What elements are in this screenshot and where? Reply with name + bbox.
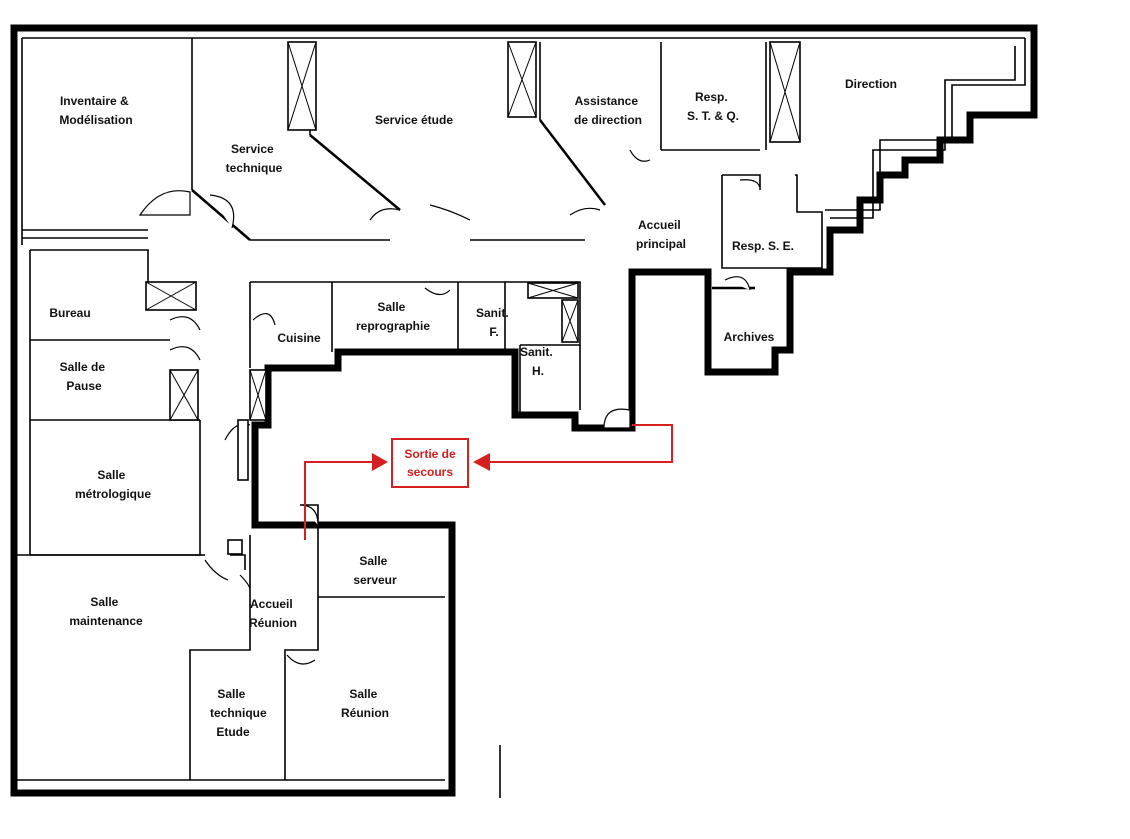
shaft-6 <box>249 369 267 421</box>
room-accueil-reunion: Accueil Réunion <box>249 597 297 630</box>
room-metrologique: Salle métrologique <box>75 468 151 501</box>
shaft-7 <box>527 282 579 299</box>
exit-label-1: Sortie de <box>404 447 456 461</box>
room-bureau: Bureau <box>49 306 90 320</box>
room-tech-etude: Salle technique Etude <box>210 687 270 739</box>
shaft-1 <box>287 41 317 131</box>
shaft-4 <box>145 281 197 311</box>
shafts <box>145 41 801 555</box>
room-resp-stq: Resp. S. T. & Q. <box>687 90 739 123</box>
room-maintenance: Salle maintenance <box>69 595 143 628</box>
shaft-8 <box>561 299 579 343</box>
room-service-etude: Service étude <box>375 113 453 127</box>
room-direction: Direction <box>845 77 897 91</box>
room-accueil-principal: Accueil principal <box>636 218 686 251</box>
room-archives: Archives <box>724 330 775 344</box>
exit-label-2: secours <box>407 465 453 479</box>
shaft-5 <box>169 369 199 421</box>
room-inventaire: Inventaire & Modélisation <box>59 94 132 127</box>
room-reprographie: Salle reprographie <box>356 300 430 333</box>
room-labels: Inventaire & Modélisation Service techni… <box>49 77 897 739</box>
room-assistance: Assistance de direction <box>574 94 642 127</box>
room-cuisine: Cuisine <box>277 331 321 345</box>
room-service-technique: Service technique <box>226 142 283 175</box>
exit-sign <box>391 438 469 488</box>
room-resp-se: Resp. S. E. <box>732 239 794 253</box>
room-salle-serveur: Salle serveur <box>353 554 397 587</box>
room-sanit-f: Sanit. F. <box>476 306 512 339</box>
room-salle-pause: Salle de Pause <box>60 360 109 393</box>
room-salle-reunion: Salle Réunion <box>341 687 389 720</box>
shaft-3 <box>769 41 801 143</box>
room-sanit-h: Sanit. H. <box>520 345 556 378</box>
wall-stub <box>237 419 249 481</box>
exterior-walls <box>10 24 1038 797</box>
doors <box>138 149 761 665</box>
emergency-exit: Sortie de secours <box>304 424 673 540</box>
shaft-2 <box>507 41 537 118</box>
small-box <box>227 539 243 555</box>
